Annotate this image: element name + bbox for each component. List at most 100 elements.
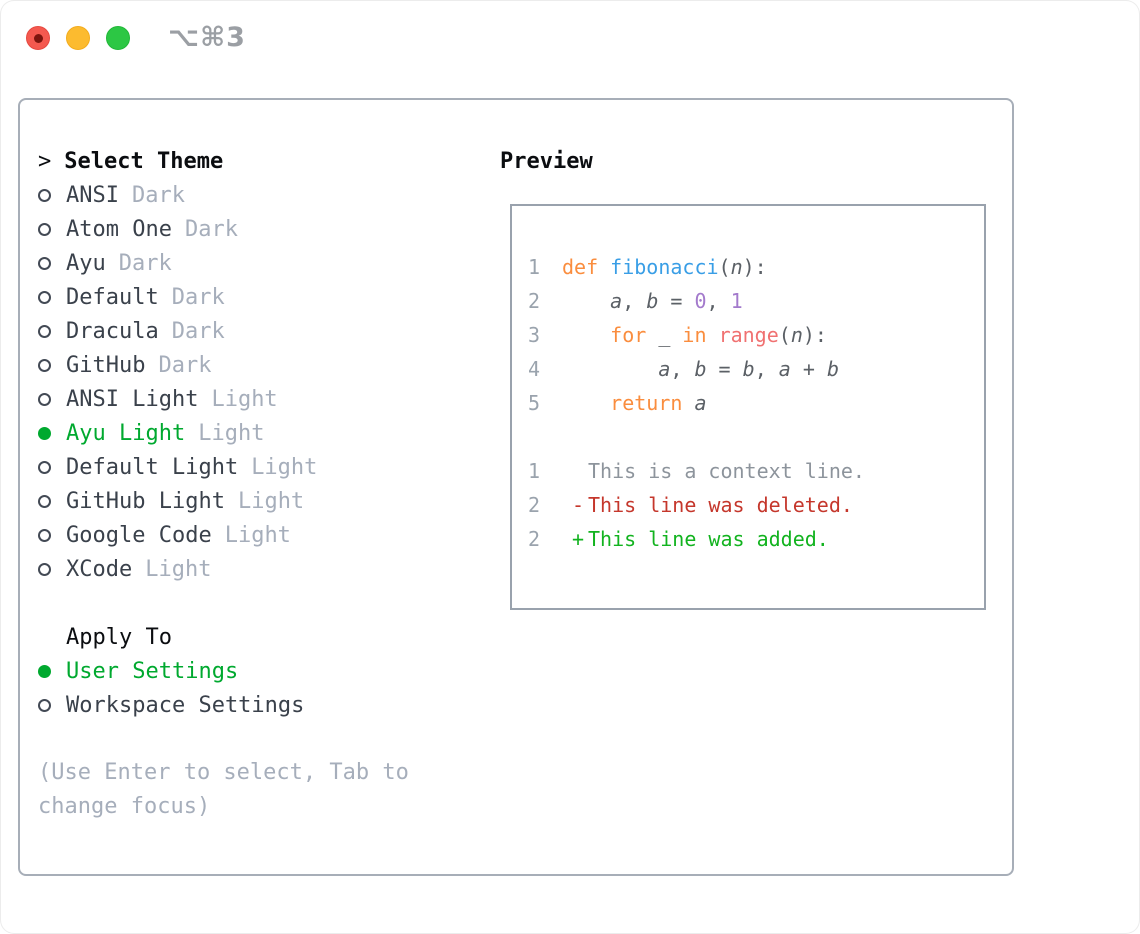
line-number: 5	[528, 391, 541, 415]
code-token: a	[778, 357, 791, 381]
code-token	[682, 391, 694, 415]
diff-marker-icon	[562, 454, 588, 488]
theme-name: Ayu	[66, 250, 106, 276]
maximize-icon[interactable]	[106, 26, 130, 50]
diff-preview: 1 This is a context line.2-This line was…	[528, 454, 984, 556]
diff-line-added: 2+This line was added.	[528, 522, 984, 556]
radio-icon	[38, 256, 66, 270]
select-theme-title: Select Theme	[64, 148, 224, 174]
theme-variant: Dark	[171, 318, 225, 344]
theme-variant: Light	[145, 556, 212, 582]
code-token: ,	[754, 357, 779, 381]
theme-list-item[interactable]: XCode Light	[38, 552, 500, 586]
radio-icon	[38, 460, 66, 474]
radio-icon	[38, 494, 66, 508]
radio-unselected-icon	[38, 562, 51, 576]
line-number: 2	[528, 493, 541, 517]
theme-name: XCode	[66, 556, 133, 582]
theme-list-item[interactable]: ANSI Light Light	[38, 382, 500, 416]
theme-list-item[interactable]: ANSI Dark	[38, 178, 500, 212]
code-token: n	[730, 255, 743, 279]
radio-icon	[38, 664, 66, 678]
theme-name: Default Light	[66, 454, 239, 480]
code-token: b	[646, 289, 659, 313]
radio-icon	[38, 358, 66, 372]
code-token: 0	[694, 289, 707, 313]
radio-unselected-icon	[38, 698, 51, 712]
code-token: return	[610, 391, 683, 415]
code-token	[562, 323, 610, 347]
theme-variant: Dark	[184, 216, 238, 242]
radio-unselected-icon	[38, 460, 51, 474]
code-token: a	[610, 289, 623, 313]
code-token	[598, 255, 610, 279]
apply-to-option[interactable]: User Settings	[38, 654, 500, 688]
code-token: (	[718, 255, 731, 279]
theme-list-item[interactable]: Dracula Dark	[38, 314, 500, 348]
theme-list-item[interactable]: GitHub Light Light	[38, 484, 500, 518]
code-content: a, b = 0, 1	[562, 284, 743, 318]
minimize-icon[interactable]	[66, 26, 90, 50]
code-token: b	[826, 357, 839, 381]
diff-marker-icon: +	[572, 527, 585, 551]
theme-list-item[interactable]: Default Dark	[38, 280, 500, 314]
diff-line-deleted: 2-This line was deleted.	[528, 488, 984, 522]
code-token: _	[646, 323, 683, 347]
cursor-chevron-icon: >	[38, 148, 52, 174]
help-text: (Use Enter to select, Tab to change focu…	[38, 760, 409, 819]
radio-selected-icon	[38, 426, 51, 440]
radio-icon	[38, 698, 66, 712]
radio-unselected-icon	[38, 358, 51, 372]
code-token: =	[658, 289, 695, 313]
code-token: =	[706, 357, 743, 381]
code-line: 5 return a	[528, 386, 984, 420]
code-content: def fibonacci(n):	[562, 250, 767, 284]
radio-unselected-icon	[38, 188, 51, 202]
theme-variant: Dark	[131, 182, 185, 208]
code-token: def	[562, 255, 599, 279]
theme-name: Default	[66, 284, 159, 310]
code-content: for _ in range(n):	[562, 318, 827, 352]
code-token	[562, 357, 658, 381]
code-token: range	[718, 323, 779, 347]
radio-icon	[38, 290, 66, 304]
code-token: ,	[622, 289, 647, 313]
theme-name: Dracula	[66, 318, 159, 344]
apply-to-option[interactable]: Workspace Settings	[38, 688, 500, 722]
theme-name: ANSI	[66, 182, 119, 208]
close-icon[interactable]	[26, 26, 50, 50]
diff-marker-icon: -	[572, 493, 585, 517]
line-number: 4	[528, 357, 541, 381]
diff-text: This is a context line.	[588, 459, 865, 483]
theme-name: GitHub Light	[66, 488, 225, 514]
radio-unselected-icon	[38, 256, 51, 270]
theme-name: Google Code	[66, 522, 212, 548]
code-token: fibonacci	[610, 255, 719, 279]
theme-variant: Light	[211, 386, 278, 412]
code-token: 1	[730, 289, 743, 313]
radio-unselected-icon	[38, 290, 51, 304]
code-token	[562, 289, 610, 313]
theme-variant: Light	[237, 488, 305, 514]
radio-icon	[38, 528, 66, 542]
theme-variant: Dark	[171, 284, 225, 310]
radio-selected-icon	[38, 664, 51, 678]
code-token: ):	[802, 323, 827, 347]
code-token: (	[778, 323, 791, 347]
line-number: 1	[528, 459, 541, 483]
code-token: b	[742, 357, 755, 381]
code-line: 3 for _ in range(n):	[528, 318, 984, 352]
theme-name: ANSI Light	[66, 386, 199, 412]
